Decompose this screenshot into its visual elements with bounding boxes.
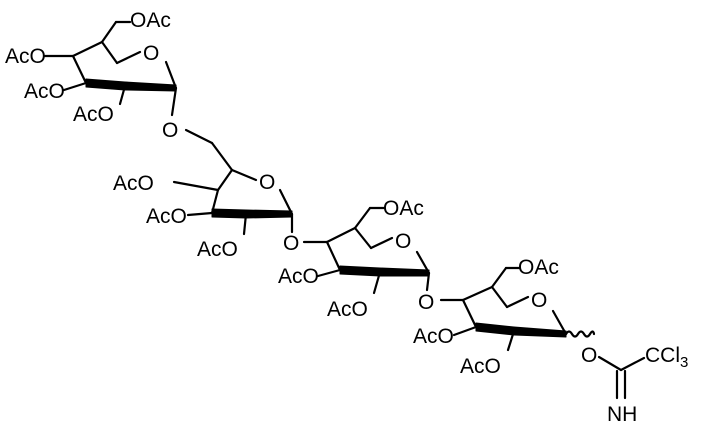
ring-1-ring-oxygen: O — [143, 42, 159, 65]
imidate-group — [597, 355, 646, 400]
anomeric-oxygen: O — [581, 344, 597, 367]
ring-2-o2-aco: AcO — [197, 238, 238, 261]
ring-4-o2-aco: AcO — [460, 355, 501, 378]
ring-3-wedge-a — [339, 265, 381, 277]
ring-1-o2-aco: AcO — [73, 103, 114, 126]
ring-3-o3-aco: AcO — [278, 265, 319, 288]
ring-4-o3-aco: AcO — [413, 325, 454, 348]
ring-3-ring-oxygen: O — [395, 230, 411, 253]
ring-4-wedge-b — [513, 326, 567, 338]
ring-4-ring-oxygen: O — [531, 289, 547, 312]
ring-3-glycosidic-oxygen: O — [418, 291, 434, 314]
ring-3-wedge-b — [379, 267, 430, 277]
ring-4-wedge-a — [475, 322, 515, 336]
ring-1-glycosidic-oxygen: O — [162, 119, 178, 142]
anomeric-wavy-bond — [564, 330, 596, 338]
ring-2-o4-aco: AcO — [113, 172, 154, 195]
ring-2-wedge-a — [211, 208, 247, 219]
ring-1 — [43, 20, 178, 117]
ring-4-o6-oac: OAc — [518, 256, 559, 279]
ring-2-ring-oxygen: O — [259, 171, 275, 194]
ring-1-wedge-a — [85, 78, 126, 91]
ring-1-wedge-b — [124, 81, 177, 92]
ring-3 — [316, 206, 431, 295]
trichloromethyl-label: CCl3 — [645, 344, 688, 371]
ring-2 — [172, 168, 294, 236]
ring-1-o3-aco: AcO — [24, 80, 65, 103]
ring-2-o3-aco: AcO — [146, 205, 187, 228]
ring-3-o6-oac: OAc — [383, 197, 424, 220]
ring-2-glycosidic-oxygen: O — [283, 232, 299, 255]
ring-2-wedge-b — [245, 209, 293, 219]
ring-1-o4-aco: AcO — [5, 45, 46, 68]
ring-3-o2-aco: AcO — [327, 298, 368, 321]
ring-4 — [452, 266, 596, 352]
imine-nh-label: NH — [607, 403, 637, 426]
ring-1-o6-oac: OAc — [130, 9, 171, 32]
